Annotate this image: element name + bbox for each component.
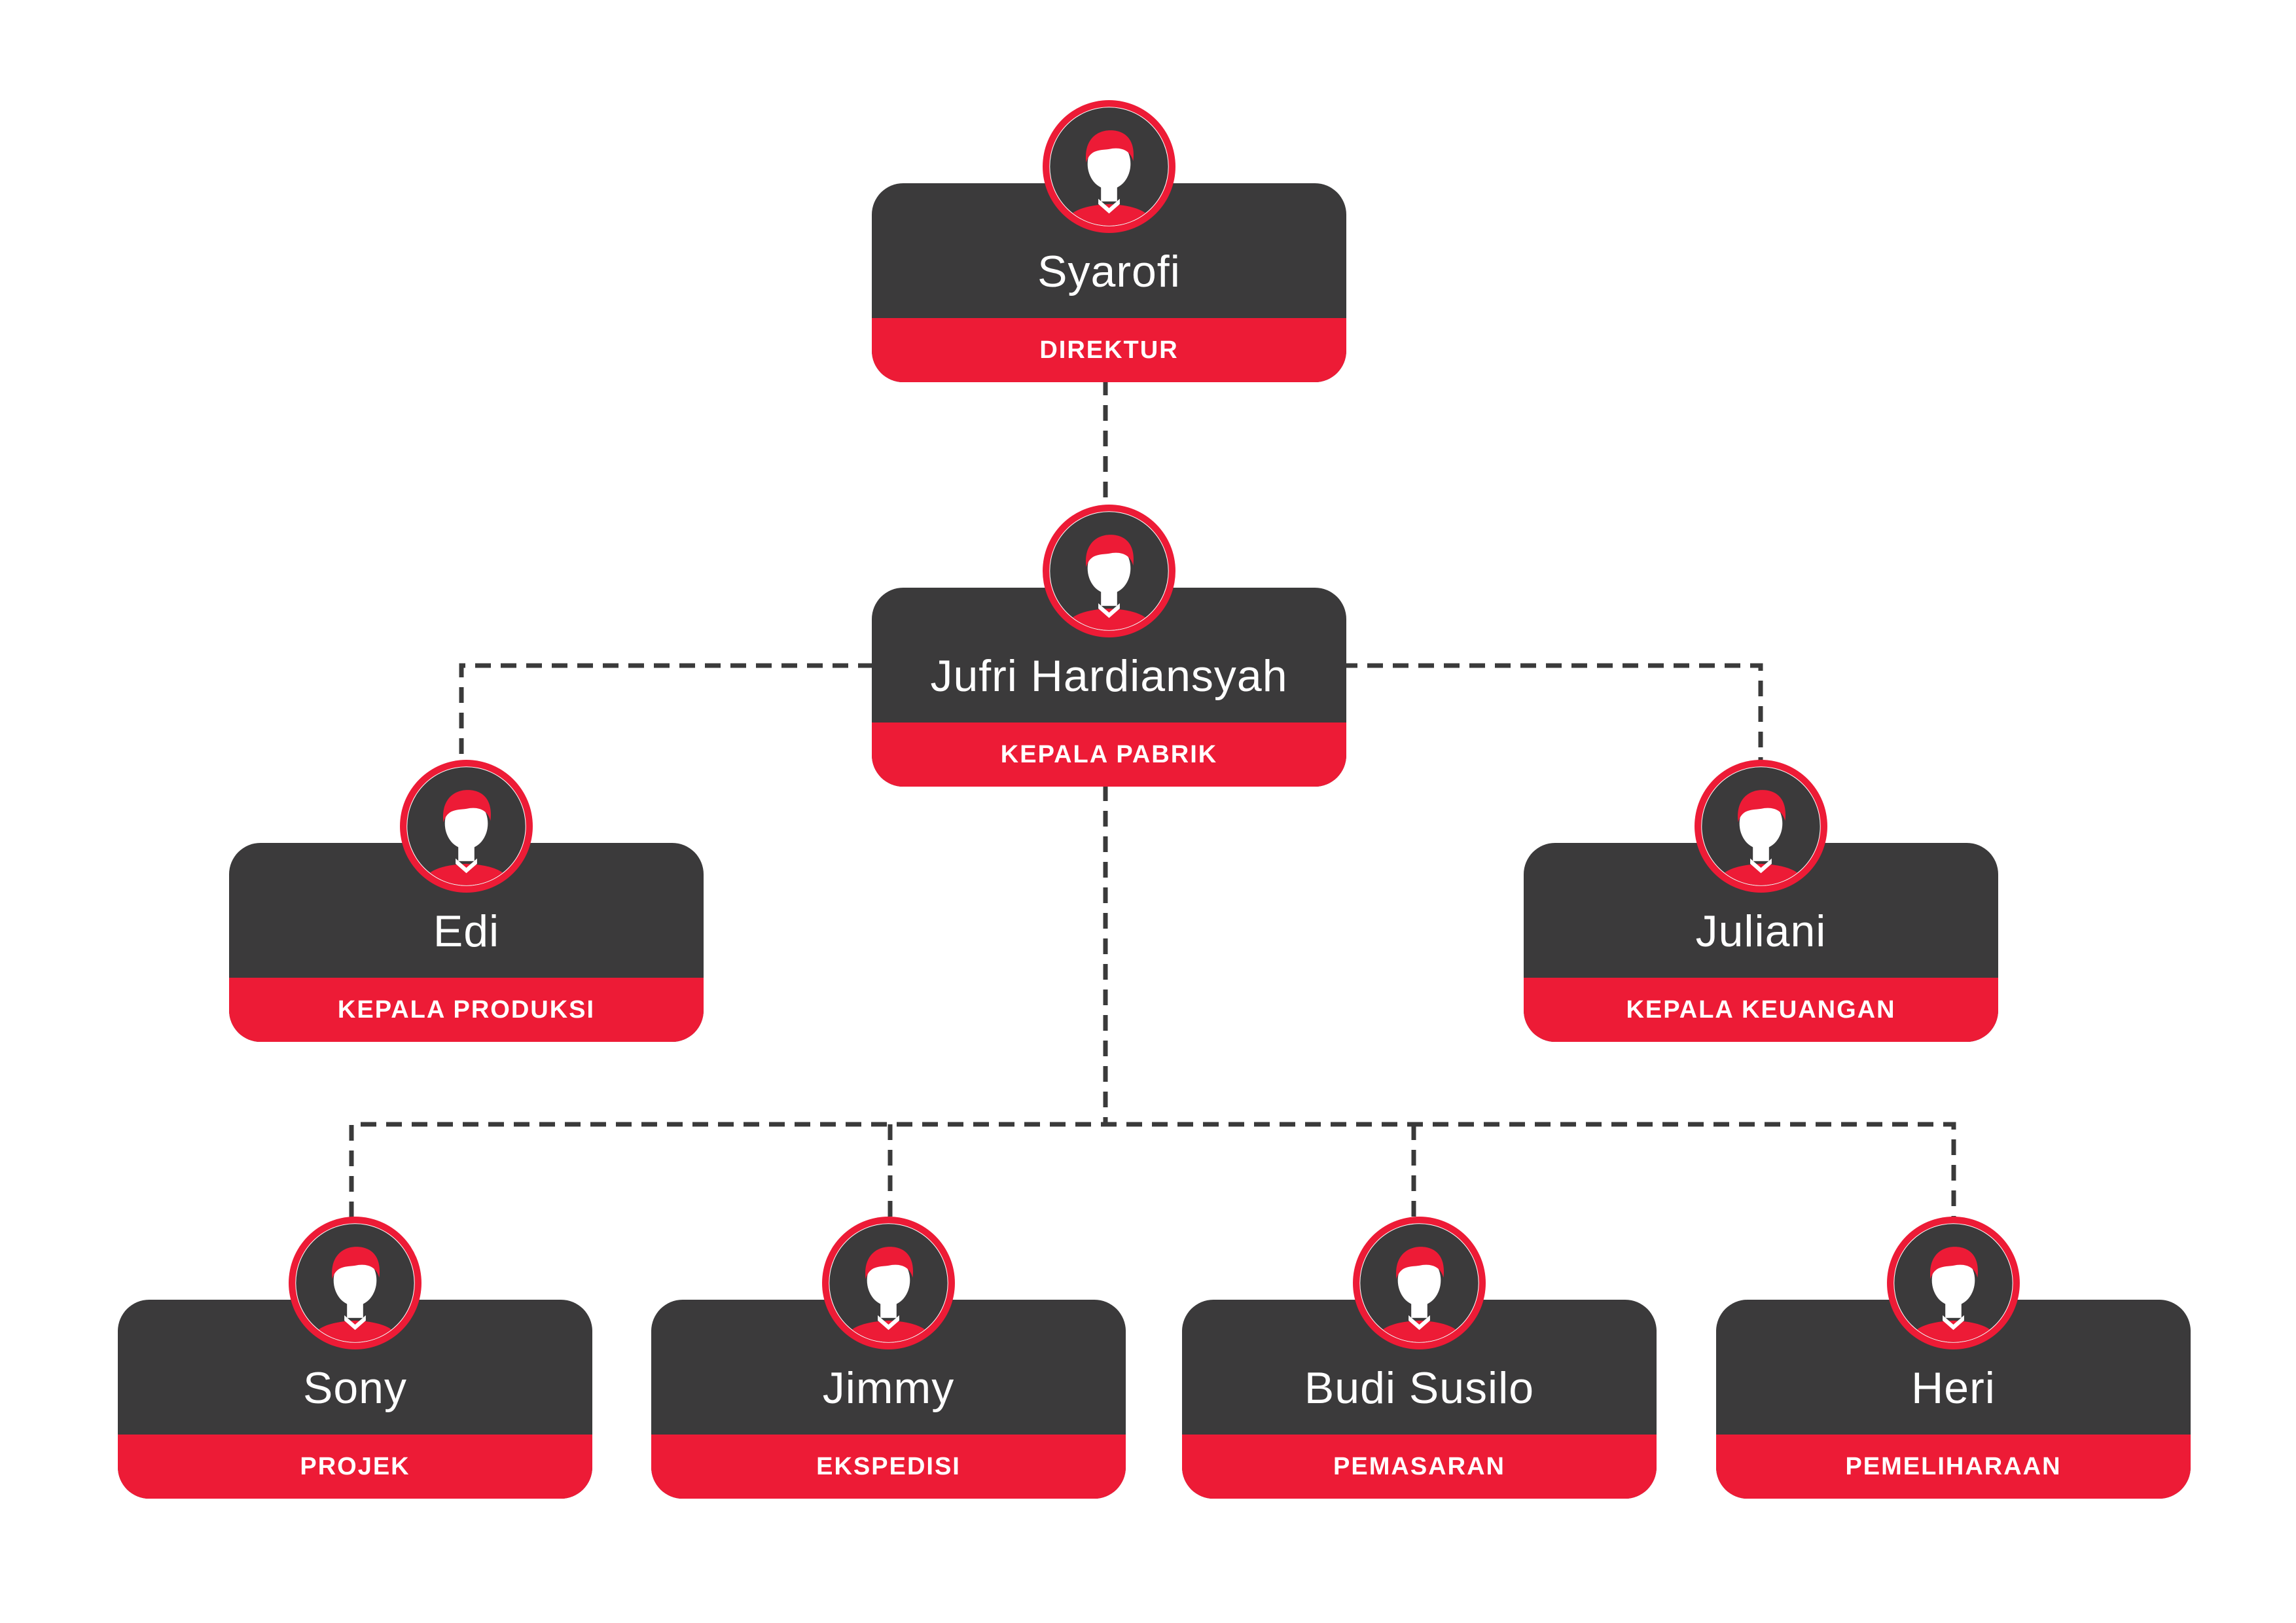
role-label: KEPALA PRODUKSI — [229, 978, 704, 1042]
node-card: Edi KEPALA PRODUKSI — [229, 843, 704, 1042]
node-director: Syarofi DIREKTUR — [872, 99, 1346, 382]
role-label: EKSPEDISI — [651, 1435, 1126, 1499]
person-name: Syarofi — [1037, 247, 1181, 296]
node-card: Jimmy EKSPEDISI — [651, 1300, 1126, 1499]
role-label: DIREKTUR — [872, 318, 1346, 382]
connector-factory-head-to-production-head — [459, 663, 874, 762]
node-project: Sony PROJEK — [118, 1216, 592, 1499]
person-avatar-icon — [1694, 759, 1828, 893]
node-marketing: Budi Susilo PEMASARAN — [1182, 1216, 1657, 1499]
role-label: PROJEK — [118, 1435, 592, 1499]
person-avatar-icon — [1352, 1216, 1486, 1350]
person-avatar-icon — [1042, 99, 1176, 234]
role-label: PEMASARAN — [1182, 1435, 1657, 1499]
role-label: KEPALA PABRIK — [872, 722, 1346, 787]
node-maintenance: Heri PEMELIHARAAN — [1716, 1216, 2191, 1499]
person-name: Juliani — [1695, 906, 1827, 956]
person-avatar-icon — [399, 759, 533, 893]
person-avatar-icon — [288, 1216, 422, 1350]
node-finance-head: Juliani KEPALA KEUANGAN — [1524, 759, 1998, 1042]
person-name: Jufri Hardiansyah — [930, 651, 1288, 701]
node-expedition: Jimmy EKSPEDISI — [651, 1216, 1126, 1499]
person-name: Heri — [1911, 1363, 1996, 1413]
node-card: Juliani KEPALA KEUANGAN — [1524, 843, 1998, 1042]
node-card: Syarofi DIREKTUR — [872, 183, 1346, 382]
node-factory-head: Jufri Hardiansyah KEPALA PABRIK — [872, 504, 1346, 787]
connector-factory-head-to-finance-head — [1342, 663, 1763, 762]
role-label: KEPALA KEUANGAN — [1524, 978, 1998, 1042]
person-name: Budi Susilo — [1304, 1363, 1535, 1413]
connector-departments-bus — [349, 1122, 1956, 1217]
role-label: PEMELIHARAAN — [1716, 1435, 2191, 1499]
person-avatar-icon — [1042, 504, 1176, 638]
person-name: Sony — [303, 1363, 407, 1413]
node-card: Jufri Hardiansyah KEPALA PABRIK — [872, 588, 1346, 787]
person-name: Jimmy — [822, 1363, 955, 1413]
person-name: Edi — [433, 906, 500, 956]
person-avatar-icon — [1886, 1216, 2020, 1350]
node-production-head: Edi KEPALA PRODUKSI — [229, 759, 704, 1042]
person-avatar-icon — [821, 1216, 956, 1350]
